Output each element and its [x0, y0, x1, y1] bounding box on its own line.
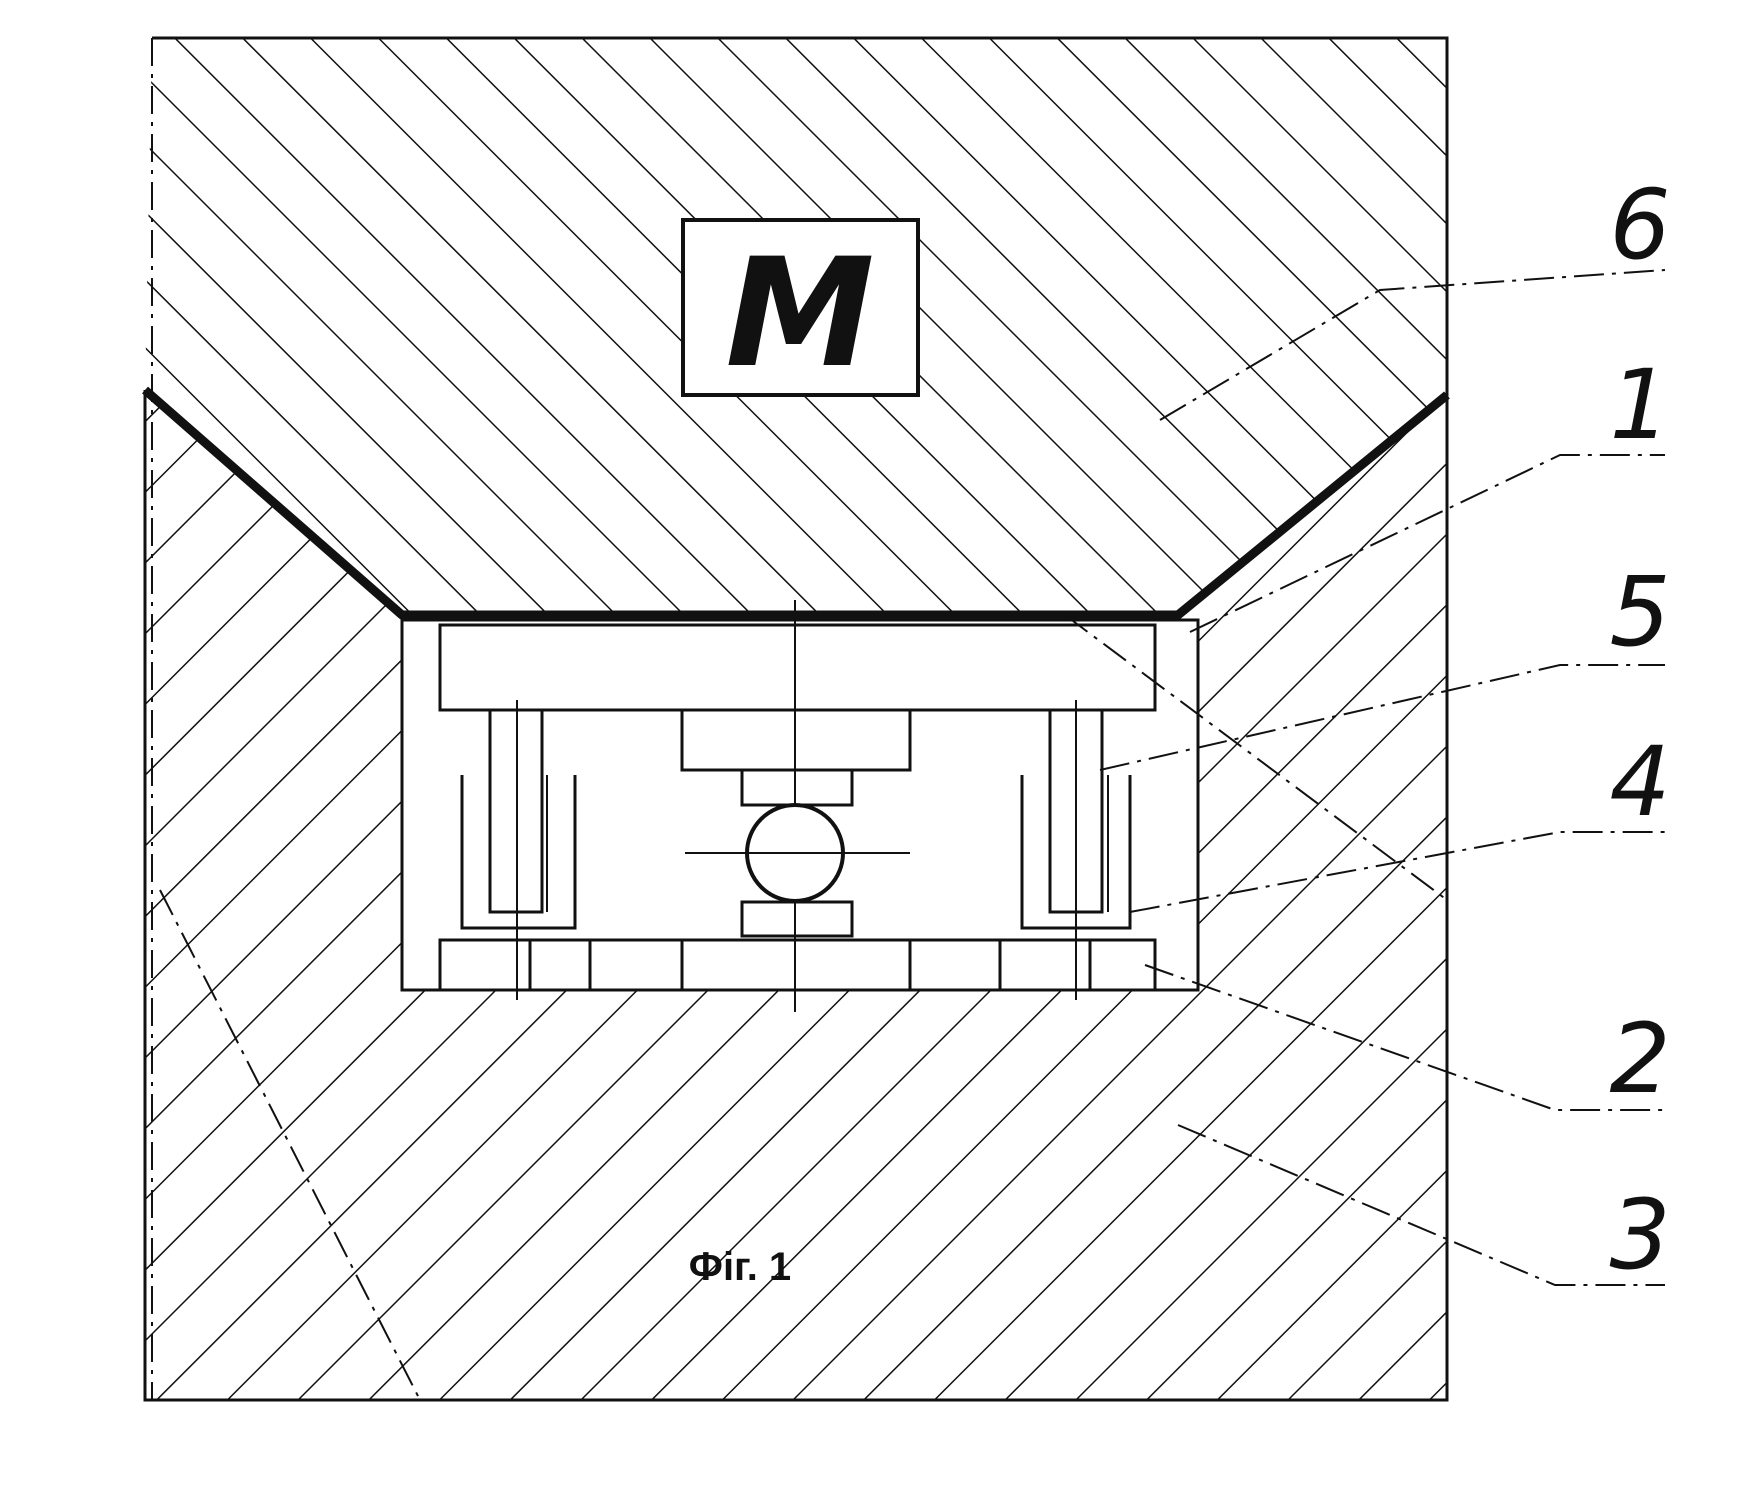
- material-label-box: [681, 218, 920, 397]
- callout-number-1: 1: [1609, 349, 1670, 461]
- dashdot-line: [1064, 614, 1448, 901]
- material-label-letter: M: [725, 227, 874, 401]
- callout-number-5: 5: [1609, 556, 1670, 668]
- base-plate: [438, 938, 1157, 992]
- figure-caption: Фіг. 1: [688, 1245, 792, 1289]
- callout-leader-6: [1159, 269, 1666, 421]
- lower-step-block-small: [740, 900, 854, 938]
- callout-leader-1: [1189, 454, 1665, 633]
- callout-number-3: 3: [1609, 1179, 1670, 1291]
- outer-frame: [143, 36, 1449, 1402]
- left-sleeve: [460, 775, 577, 930]
- callout-number-4: 4: [1609, 726, 1670, 838]
- callout-leader-2: [1144, 964, 1665, 1111]
- right-sleeve: [1020, 775, 1132, 930]
- thick-boundary-line: [142, 386, 1450, 620]
- callout-number-2: 2: [1609, 1003, 1670, 1115]
- callout-leader-3: [1177, 1124, 1665, 1286]
- callout-leader-4: [1129, 831, 1665, 913]
- callout-number-6: 6: [1609, 169, 1670, 281]
- callout-leader-5: [1099, 664, 1665, 771]
